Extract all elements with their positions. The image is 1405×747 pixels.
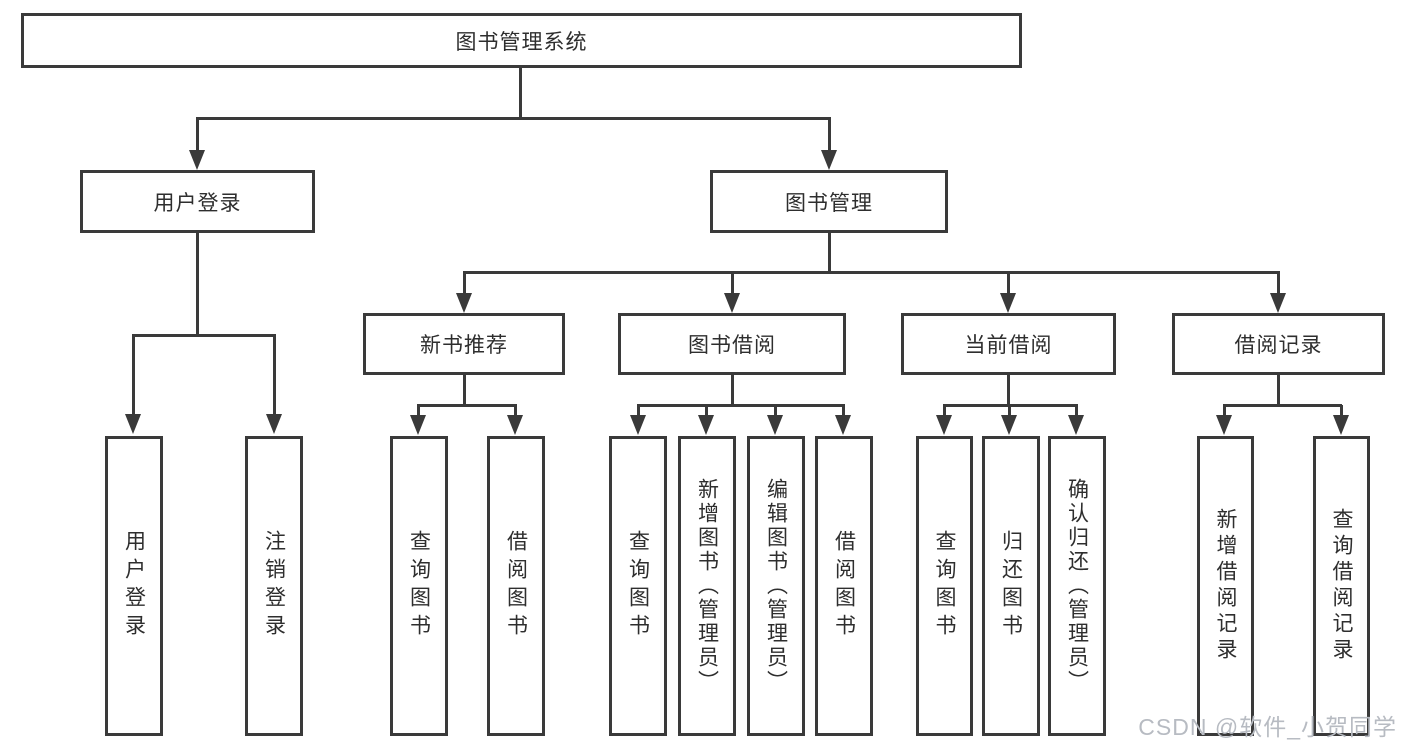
connector-new-books-drop [463,375,466,406]
node-logout: 注销登录 [245,436,303,736]
node-bb-edit-label: 编辑图书（管理员） [764,478,788,694]
node-bb-edit: 编辑图书（管理员） [747,436,805,736]
node-nb-query: 查询图书 [390,436,448,736]
connector-stub-current-borrow [1007,272,1010,294]
node-cb-query-label: 查询图书 [933,530,956,642]
node-book-mgmt: 图书管理 [710,170,948,233]
arrowhead-br-query [1333,415,1349,435]
connector-user-login-drop [196,233,199,336]
connector-root-drop [519,66,522,119]
connector-borrow-records-drop [1277,375,1280,406]
node-borrow-records: 借阅记录 [1172,313,1385,375]
node-bb-add: 新增图书（管理员） [678,436,736,736]
connector-stub-borrow-records [1277,272,1280,294]
arrowhead-book-mgmt [821,150,837,170]
connector-stub-br-query [1340,405,1343,416]
arrowhead-logout [266,414,282,434]
node-logout-label: 注销登录 [262,530,286,642]
connector-stub-nb-borrow [514,405,517,416]
node-cb-confirm-label: 确认归还（管理员） [1065,478,1089,694]
connector-stub-br-add [1223,405,1226,416]
node-cb-return: 归还图书 [982,436,1040,736]
connector-stub-logout [273,335,276,415]
connector-level1-rail [196,117,831,120]
node-bb-query: 查询图书 [609,436,667,736]
arrowhead-new-books [456,293,472,313]
arrowhead-br-add [1216,415,1232,435]
connector-stub-new-books [463,272,466,294]
connector-stub-cb-query [943,405,946,416]
connector-stub-cb-confirm [1075,405,1078,416]
connector-stub-user-login [196,118,199,152]
arrowhead-cb-confirm [1068,415,1084,435]
connector-stub-bb-edit [774,405,777,416]
arrowhead-borrow-records [1270,293,1286,313]
node-cb-query: 查询图书 [916,436,973,736]
arrowhead-current-borrow [1000,293,1016,313]
node-nb-borrow-label: 借阅图书 [504,530,528,642]
node-br-add-label: 新增借阅记录 [1214,508,1237,664]
node-bb-add-label: 新增图书（管理员） [695,478,719,694]
node-nb-borrow: 借阅图书 [487,436,545,736]
connector-book-borrow-drop [731,375,734,406]
node-cb-confirm: 确认归还（管理员） [1048,436,1106,736]
node-cb-return-label: 归还图书 [999,530,1023,642]
connector-borrow-records-rail [1223,404,1342,407]
arrowhead-cb-query [936,415,952,435]
connector-book-borrow-rail [637,404,845,407]
connector-book-mgmt-drop [828,233,831,273]
node-br-query: 查询借阅记录 [1313,436,1370,736]
connector-current-borrow-drop [1007,375,1010,406]
node-book-borrow: 图书借阅 [618,313,846,375]
node-system-root: 图书管理系统 [21,13,1022,68]
node-login-label: 用户登录 [122,530,146,642]
arrowhead-user-login [189,150,205,170]
node-login: 用户登录 [105,436,163,736]
node-new-books: 新书推荐 [363,313,565,375]
connector-stub-bb-add [705,405,708,416]
arrowhead-bb-query [630,415,646,435]
connector-stub-nb-query [417,405,420,416]
node-current-borrow: 当前借阅 [901,313,1116,375]
connector-level3-rail [463,271,1280,274]
node-br-query-label: 查询借阅记录 [1330,508,1353,664]
arrowhead-bb-edit [767,415,783,435]
connector-stub-cb-return [1008,405,1011,416]
node-br-add: 新增借阅记录 [1197,436,1254,736]
arrowhead-bb-add [698,415,714,435]
node-bb-borrow: 借阅图书 [815,436,873,736]
arrowhead-cb-return [1001,415,1017,435]
connector-stub-book-borrow [731,272,734,294]
connector-stub-book-mgmt [828,118,831,152]
node-user-login: 用户登录 [80,170,315,233]
node-bb-query-label: 查询图书 [626,530,650,642]
connector-user-login-rail [132,334,276,337]
csdn-watermark: CSDN @软件_小贺同学 [1138,714,1397,740]
connector-stub-bb-borrow [842,405,845,416]
connector-stub-bb-query [637,405,640,416]
connector-stub-login [132,335,135,415]
arrowhead-bb-borrow [835,415,851,435]
arrowhead-login [125,414,141,434]
connector-new-books-rail [417,404,517,407]
arrowhead-nb-query [410,415,426,435]
arrowhead-book-borrow [724,293,740,313]
arrowhead-nb-borrow [507,415,523,435]
node-bb-borrow-label: 借阅图书 [832,530,856,642]
node-nb-query-label: 查询图书 [407,530,431,642]
